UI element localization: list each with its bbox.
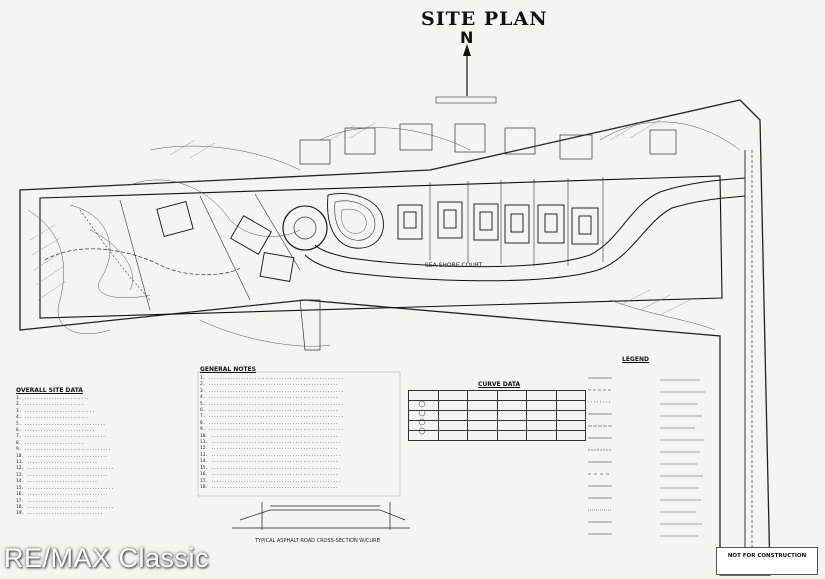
general-notes-body: 1. .....................................… <box>200 376 344 490</box>
legend-heading: LEGEND <box>622 356 649 363</box>
brokerage-watermark: RE/MAX Classic <box>4 543 210 573</box>
court-label: SEA SHORE COURT <box>425 262 483 269</box>
sheet-title: SITE PLAN <box>421 8 548 30</box>
north-marker: N <box>460 28 474 47</box>
curve-data-heading: CURVE DATA <box>478 381 521 388</box>
overall-data-heading: OVERALL SITE DATA <box>16 387 83 394</box>
overall-data-notes: 1. ........................ 2. .........… <box>16 396 114 517</box>
title-block-tab: NOT FOR CONSTRUCTION <box>716 547 818 575</box>
not-for-construction-stamp: NOT FOR CONSTRUCTION <box>727 553 807 559</box>
curve-data-table <box>408 390 586 441</box>
cross-section-caption: TYPICAL ASPHALT ROAD CROSS-SECTION W/CUR… <box>255 538 380 544</box>
general-notes-heading: GENERAL NOTES <box>200 366 256 373</box>
